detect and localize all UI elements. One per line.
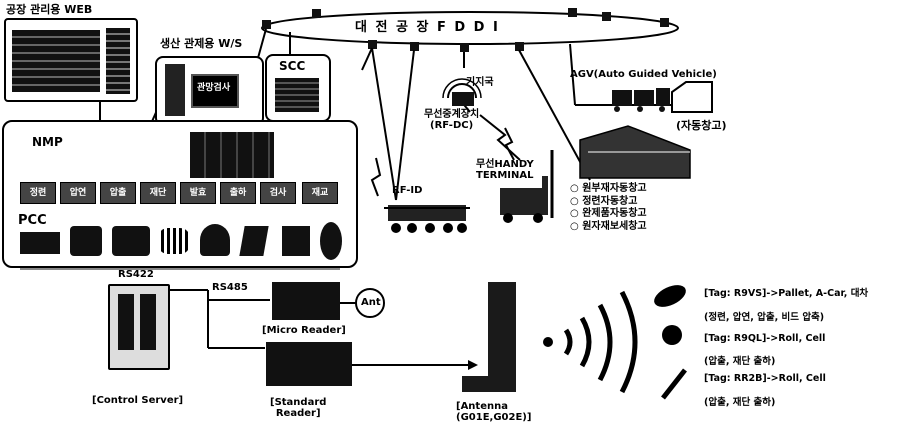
antenna-label: [Antenna (G01E,G02E)] bbox=[456, 401, 532, 423]
tag-cell-shape bbox=[661, 368, 687, 400]
web-label: 공장 관리용 WEB bbox=[6, 3, 93, 16]
nmp-module-row: 정련 압연 압출 재단 발효 출하 검사 재교 bbox=[20, 182, 350, 206]
nmp-module: 정련 bbox=[20, 182, 56, 204]
pcc-device-icon bbox=[112, 226, 150, 256]
web-server-icon bbox=[12, 30, 100, 92]
nmp-label: NMP bbox=[32, 135, 63, 149]
ring-label: 대 전 공 장 F D D I bbox=[355, 20, 500, 35]
warehouse-item: ○ 원자재보세창고 bbox=[570, 220, 647, 232]
ws-screen bbox=[191, 74, 239, 108]
pcc-device-icon bbox=[200, 224, 230, 256]
web-panel bbox=[4, 18, 138, 102]
agv-label: AGV(Auto Guided Vehicle) bbox=[570, 69, 717, 80]
rs422-label: RS422 bbox=[118, 269, 154, 280]
pcc-device-icon bbox=[20, 232, 60, 254]
base-station-label: 기지국 bbox=[466, 77, 494, 88]
scc-server-icon bbox=[275, 78, 319, 112]
pcc-coil-icon bbox=[158, 228, 190, 254]
ws-label: 생산 관제용 W/S bbox=[160, 37, 243, 50]
micro-reader-icon bbox=[272, 282, 340, 320]
nmp-module: 재단 bbox=[140, 182, 176, 204]
warehouse-item: ○ 정련자동창고 bbox=[570, 195, 638, 207]
nmp-module: 출하 bbox=[220, 182, 256, 204]
nmp-pcc-panel: NMP 정련 압연 압출 재단 발효 출하 검사 재교 PCC bbox=[2, 120, 358, 268]
nmp-module: 검사 bbox=[260, 182, 296, 204]
nmp-module: 재교 bbox=[302, 182, 338, 204]
rfid-label: RF-ID bbox=[392, 185, 423, 196]
ws-panel: 관망검사 bbox=[155, 56, 264, 126]
control-server-label: [Control Server] bbox=[92, 395, 184, 406]
web-tower-icon bbox=[106, 28, 130, 94]
antenna-shape bbox=[462, 282, 516, 392]
ring-nodes bbox=[262, 8, 669, 52]
tag-line: [Tag: R9VS]->Pallet, A-Car, 대차 bbox=[704, 288, 869, 299]
nmp-module: 압출 bbox=[100, 182, 136, 204]
warehouse-item: ○ 완제품자동창고 bbox=[570, 208, 647, 219]
warehouse-item: ○ 원부재자동창고 bbox=[570, 183, 647, 194]
pcc-device-icon bbox=[320, 222, 342, 260]
ant-label: Ant bbox=[361, 297, 381, 308]
pcc-device-icon bbox=[239, 226, 269, 256]
tag-line: [Tag: RR2B]->Roll, Cell bbox=[704, 373, 826, 384]
auto-warehouse-label: (자동창고) bbox=[676, 119, 727, 132]
tag-sub-line: (압출, 재단 출하) bbox=[704, 397, 776, 408]
tag-pallet-shape bbox=[654, 285, 686, 307]
ws-screen-label: 관망검사 bbox=[197, 83, 231, 93]
nmp-console-icon bbox=[190, 132, 274, 178]
scc-panel: SCC bbox=[265, 54, 331, 122]
handy-terminal-label: 무선HANDY TERMINAL bbox=[476, 159, 534, 181]
tag-roll-shape bbox=[662, 325, 682, 345]
warehouse-list: ○ 원부재자동창고 ○ 정련자동창고 ○ 완제품자동창고 ○ 원자재보세창고 bbox=[570, 183, 647, 232]
pcc-device-icon bbox=[282, 226, 310, 256]
pcc-device-icon bbox=[70, 226, 102, 256]
nmp-module: 발효 bbox=[180, 182, 216, 204]
server-slot bbox=[118, 294, 134, 350]
pcc-label: PCC bbox=[18, 213, 47, 228]
tag-sub-line: (정련, 압연, 압출, 비드 압축) bbox=[704, 312, 825, 323]
scc-label: SCC bbox=[279, 59, 306, 73]
relay-device-icon bbox=[452, 92, 474, 106]
micro-reader-label: [Micro Reader] bbox=[262, 325, 346, 336]
control-server-icon bbox=[108, 284, 170, 370]
server-slot bbox=[140, 294, 156, 350]
standard-reader-label: [Standard Reader] bbox=[270, 397, 327, 419]
tag-line: [Tag: R9QL]->Roll, Cell bbox=[704, 333, 826, 344]
rs485-label: RS485 bbox=[212, 282, 248, 293]
wireless-relay-label: 무선중계장치 (RF-DC) bbox=[424, 109, 480, 131]
nmp-module: 압연 bbox=[60, 182, 96, 204]
ws-monitor-icon bbox=[165, 64, 185, 116]
standard-reader-icon bbox=[266, 342, 352, 386]
tag-sub-line: (압출, 재단 출하) bbox=[704, 356, 776, 367]
